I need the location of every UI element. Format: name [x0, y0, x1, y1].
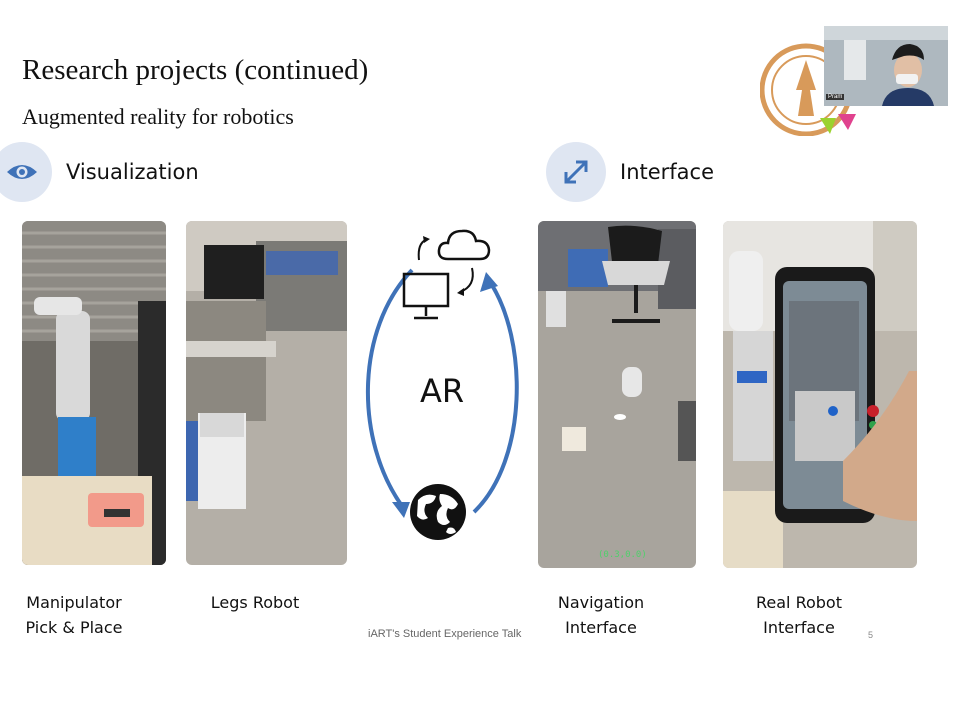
ar-cycle-diagram — [365, 268, 519, 518]
caption-line: Legs Robot — [210, 593, 300, 612]
caption-line: Interface — [763, 618, 835, 637]
video-participant-tile[interactable]: Pram — [824, 26, 948, 106]
legs-robot-photo — [186, 221, 347, 565]
section-interface: Interface — [546, 142, 714, 202]
section-label: Visualization — [66, 160, 199, 184]
slide-subtitle: Augmented reality for robotics — [22, 104, 294, 129]
ar-label: AR — [420, 372, 465, 410]
sync-arrow-icon — [414, 236, 436, 271]
monitor-icon — [402, 272, 450, 327]
section-visualization: Visualization — [0, 142, 199, 202]
caption-line: Pick & Place — [25, 618, 123, 637]
caption-legs-robot: Legs Robot — [200, 590, 310, 615]
page-number: 5 — [868, 630, 874, 640]
coordinate-readout: (0.3,0.0) — [598, 550, 647, 560]
navigation-photo: (0.3,0.0) — [538, 221, 696, 568]
caption-navigation: Navigation Interface — [546, 590, 656, 640]
slide-title: Research projects (continued) — [22, 54, 369, 86]
globe-icon — [408, 482, 468, 547]
section-label: Interface — [620, 160, 715, 184]
caption-line: Navigation — [557, 593, 645, 612]
expand-arrows-icon — [546, 142, 606, 202]
manipulator-photo — [22, 221, 166, 565]
slide-footer: iART's Student Experience Talk — [368, 628, 522, 640]
participant-name: Pram — [826, 94, 845, 100]
caption-line: Interface — [565, 618, 637, 637]
sync-arrow-icon — [454, 266, 480, 303]
eye-icon — [0, 142, 52, 202]
caption-line: Manipulator — [26, 593, 122, 612]
caption-manipulator: Manipulator Pick & Place — [22, 590, 126, 640]
real-robot-photo — [723, 221, 917, 568]
cloud-icon — [436, 225, 492, 268]
caption-line: Real Robot — [756, 593, 842, 612]
caption-real-robot: Real Robot Interface — [746, 590, 852, 640]
